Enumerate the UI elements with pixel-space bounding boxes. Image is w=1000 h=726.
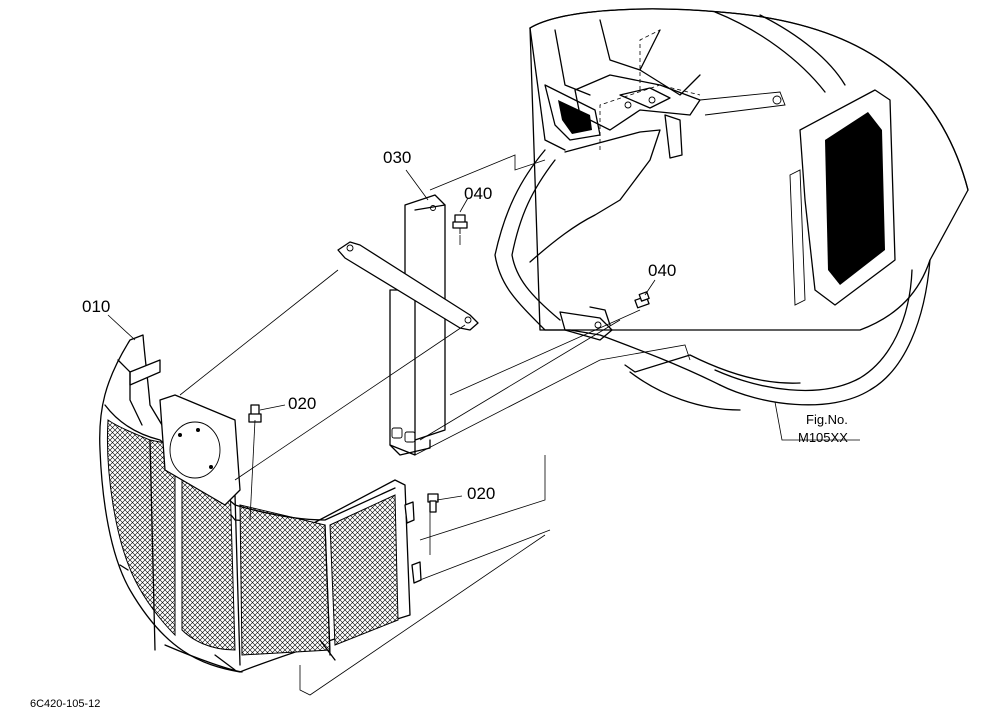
bolt-040-right bbox=[634, 291, 650, 309]
callout-020-lower: 020 bbox=[467, 484, 495, 503]
headlight-right bbox=[789, 89, 896, 306]
callout-040-right: 040 bbox=[648, 261, 676, 280]
callout-030: 030 bbox=[383, 148, 411, 167]
part-010-grille bbox=[99, 334, 422, 673]
bolt-040-upper bbox=[452, 214, 468, 234]
drawing-code: 6C420-105-12 bbox=[30, 698, 100, 710]
bolt-020-lower bbox=[427, 493, 439, 513]
callout-010: 010 bbox=[82, 297, 110, 316]
assembly-lines bbox=[179, 154, 691, 696]
fig-label: Fig.No. bbox=[806, 412, 848, 427]
headlight-left bbox=[544, 84, 601, 141]
callout-leaders bbox=[107, 169, 860, 501]
cross-plate bbox=[337, 241, 479, 331]
bolt-020-upper bbox=[248, 404, 262, 423]
front-frame bbox=[494, 129, 931, 411]
upper-bracket bbox=[574, 74, 786, 159]
callout-040-upper: 040 bbox=[464, 184, 492, 203]
callout-020-upper: 020 bbox=[288, 394, 316, 413]
frame-lower-bracket bbox=[559, 306, 613, 341]
part-030-stay bbox=[389, 194, 446, 456]
fig-number: M105XX bbox=[798, 430, 848, 445]
hood-body bbox=[529, 8, 969, 331]
